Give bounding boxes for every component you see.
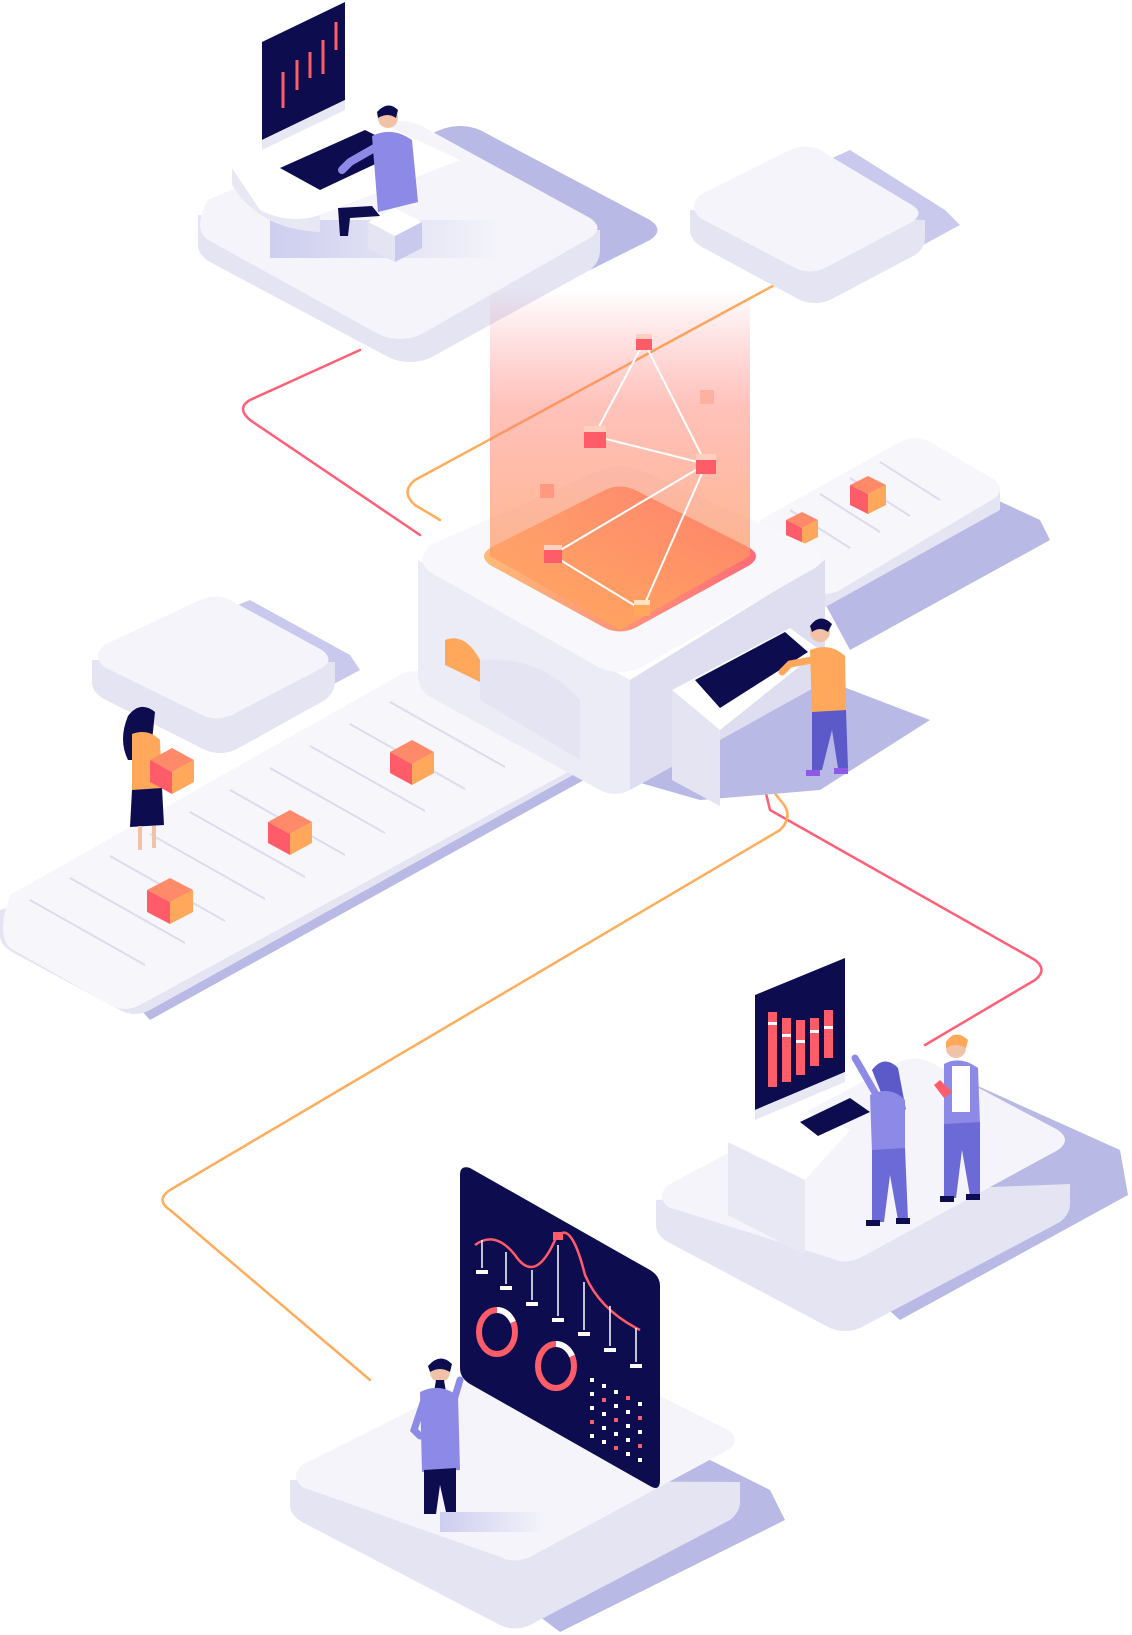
donut-chart (476, 1307, 518, 1357)
dashboard-screen (460, 1167, 660, 1488)
person-shadow (440, 1512, 545, 1532)
empty-platform-top-right (690, 146, 960, 303)
cube-box (696, 454, 716, 474)
kiosk-side (728, 1142, 805, 1255)
monitor-left (262, 2, 345, 150)
stool-cube (368, 208, 422, 262)
cube-box (584, 426, 606, 448)
cube-box (544, 545, 562, 563)
network-graph (551, 341, 707, 611)
person-operator (778, 618, 848, 776)
conveyor-tunnel (480, 659, 580, 760)
connection-lines (161, 280, 1043, 1382)
kiosk-keyboard (800, 1098, 870, 1136)
dot-grid (590, 1378, 642, 1462)
cube-box (268, 810, 312, 855)
person-with-tablet (934, 1034, 980, 1202)
processing-machine (418, 290, 930, 806)
donut-chart (535, 1341, 577, 1391)
person-carrying-box (123, 706, 194, 850)
orange-line-bottom (161, 758, 789, 1382)
bar-chart-monitor (755, 958, 845, 1120)
dashboard-platform (290, 1167, 785, 1632)
empty-platform-left (92, 596, 360, 753)
cube-box (147, 878, 193, 924)
analytics-platform (656, 958, 1128, 1331)
platform-top (98, 596, 329, 719)
cube-box (636, 334, 652, 350)
cube-box (700, 390, 714, 404)
person-presenter (851, 1054, 910, 1226)
person-analyst (409, 1358, 464, 1514)
platform-top (694, 146, 919, 272)
cube-box (540, 484, 554, 498)
red-line-top (241, 348, 422, 537)
person-at-desk (338, 105, 418, 236)
cube-box (150, 748, 194, 794)
orange-line-top (406, 280, 782, 522)
graph-nodes (540, 334, 716, 616)
machine-opening (445, 638, 480, 682)
cube-box (634, 600, 650, 616)
desk-front (232, 168, 320, 232)
cube-box (786, 512, 818, 545)
control-panel (672, 628, 820, 806)
desk-platform (198, 2, 658, 362)
cube-box (850, 476, 886, 514)
red-line-right (756, 758, 1043, 1047)
conveyor-left (0, 671, 620, 1020)
cube-box (390, 740, 434, 785)
analytics-dashboard (460, 1167, 660, 1488)
